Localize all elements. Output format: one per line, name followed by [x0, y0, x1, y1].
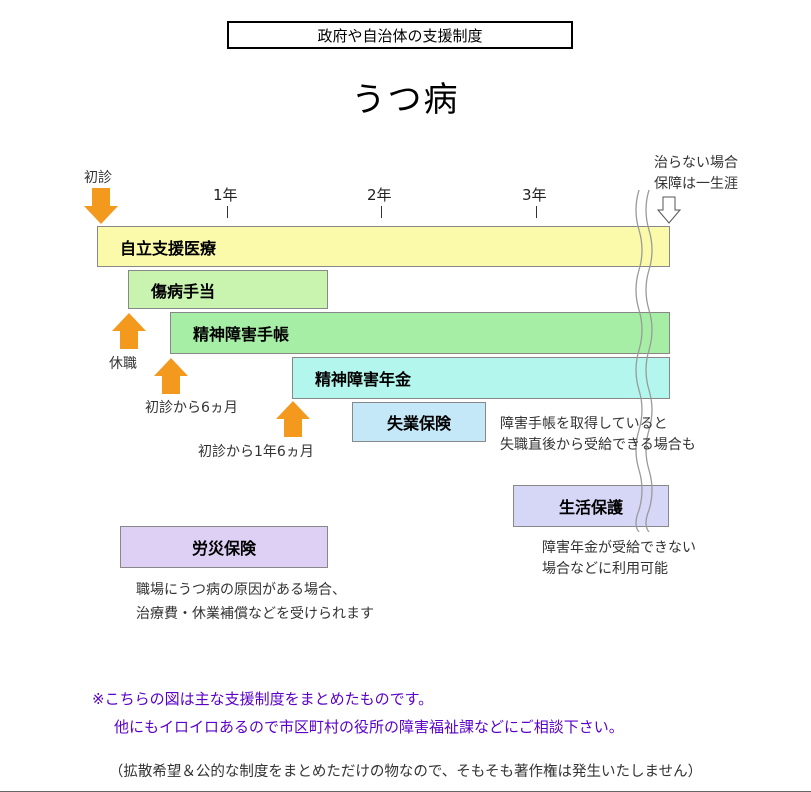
six-months-label: 初診から6ヵ月 [145, 400, 238, 416]
bar-jiritsu-label: 自立支援医療 [120, 238, 217, 258]
bar-seikatsu: 生活保護 [513, 485, 669, 527]
header-title: 政府や自治体の支援制度 [317, 26, 483, 45]
year-label-2: 2年 [367, 186, 392, 204]
one-half-year-label: 初診から1年6ヵ月 [198, 444, 314, 460]
bar-jiritsu: 自立支援医療 [97, 226, 670, 267]
six-months-arrow-icon [154, 358, 188, 394]
start-arrow-icon [84, 188, 118, 224]
bar-seikatsu-label: 生活保護 [558, 498, 623, 517]
end-label-line-1: 治らない場合 [654, 155, 738, 171]
year-label-1: 1年 [213, 186, 238, 204]
year-tick-1 [227, 206, 228, 218]
bar-nenkin: 精神障害年金 [292, 357, 670, 399]
page-title: うつ病 [351, 80, 460, 120]
bar-rosai-label: 労災保険 [191, 539, 256, 558]
seikatsu-note-line-2: 場合などに利用可能 [542, 561, 668, 577]
end-label-line-2: 保障は一生涯 [654, 176, 738, 192]
rosai-note-line-2: 治療費・休業補償などを受けられます [136, 606, 374, 622]
kyushoku-arrow-icon [112, 313, 146, 349]
footer-note: （拡散希望＆公的な制度をまとめただけの物なので、そもそも著作権は発生いたしません… [108, 764, 703, 780]
kyushoku-label: 休職 [109, 356, 137, 372]
shitsugyo-note-line-2: 失職直後から受給できる場合も [500, 437, 696, 453]
remark-line-2: 他にもイロイロあるので市区町村の役所の障害福祉課などにご相談下さい。 [114, 718, 624, 736]
bar-techo: 精神障害手帳 [170, 312, 670, 354]
timeline-break-mark [635, 190, 653, 532]
bar-shitsugyo-label: 失業保険 [386, 414, 451, 433]
bar-rosai: 労災保険 [120, 526, 328, 568]
rosai-note: 職場にうつ病の原因がある場合、 治療費・休業補償などを受けられます [136, 578, 374, 626]
rosai-note-line-1: 職場にうつ病の原因がある場合、 [136, 582, 346, 598]
year-tick-3 [536, 206, 537, 218]
end-label: 治らない場合 保障は一生涯 [654, 153, 738, 195]
start-label: 初診 [84, 170, 112, 186]
bar-shobyo-label: 傷病手当 [151, 281, 216, 301]
seikatsu-note: 障害年金が受給できない 場合などに利用可能 [542, 538, 696, 580]
shitsugyo-note-line-1: 障害手帳を取得していると [500, 416, 668, 432]
remark-line-1: ※こちらの図は主な支援制度をまとめたものです。 [92, 690, 434, 708]
bar-shitsugyo: 失業保険 [352, 402, 486, 442]
bar-shobyo: 傷病手当 [128, 270, 328, 309]
year-tick-2 [381, 206, 382, 218]
seikatsu-note-line-1: 障害年金が受給できない [542, 540, 696, 556]
shitsugyo-note: 障害手帳を取得していると 失職直後から受給できる場合も [500, 414, 696, 456]
bar-techo-label: 精神障害手帳 [193, 325, 290, 344]
year-label-3: 3年 [522, 186, 547, 204]
bar-nenkin-label: 精神障害年金 [315, 370, 412, 389]
header-title-box: 政府や自治体の支援制度 [227, 21, 573, 49]
one-half-year-arrow-icon [276, 401, 310, 437]
end-arrow-icon [657, 196, 681, 224]
